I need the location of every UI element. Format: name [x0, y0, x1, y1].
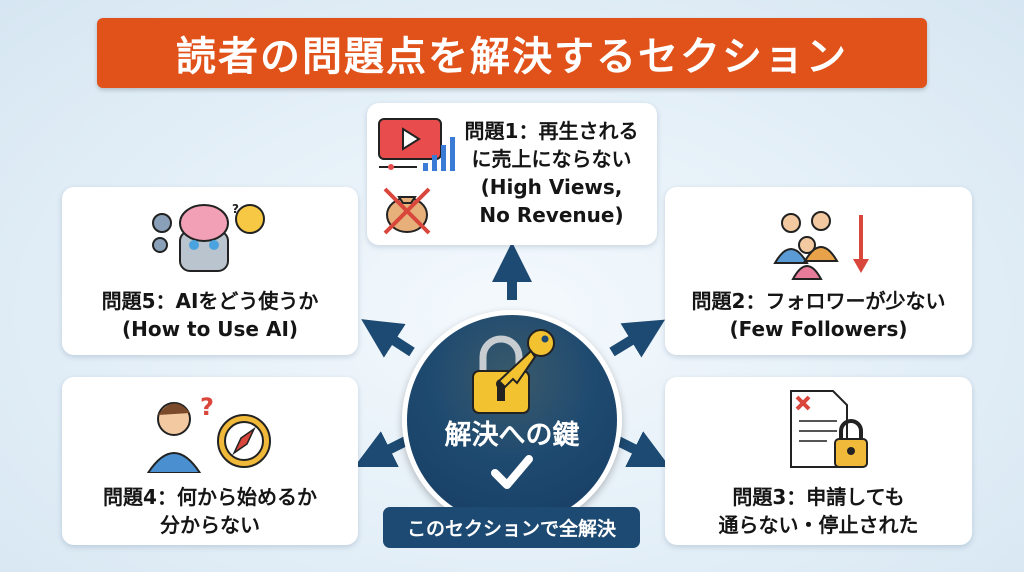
problem-4-title-2: 分からない: [160, 513, 260, 537]
ai-robot-brain-icon: ?: [152, 202, 265, 272]
problem-2-en: (Few Followers): [729, 317, 908, 341]
problem-5-title: 問題5：AIをどう使うか: [101, 289, 319, 313]
solution-key-circle: 解決への鍵: [402, 310, 622, 530]
svg-text:?: ?: [232, 202, 239, 216]
problem-3-title: 問題3：申請しても: [732, 485, 905, 509]
problem-3-title-2: 通らない・停止された: [718, 513, 919, 537]
problem-5-en: (How to Use AI): [121, 317, 299, 341]
arrow-downright: [613, 431, 670, 467]
problem-1-en-2: No Revenue): [479, 203, 624, 227]
checkmark-icon: [491, 455, 533, 489]
problem-2-title: 問題2：フォロワーが少ない: [691, 289, 946, 313]
problem-4-title: 問題4：何から始めるか: [103, 485, 317, 509]
problem-card-4: ? 問題4：何から始めるか 分からない: [62, 377, 358, 545]
solution-badge: このセクションで全解決: [383, 507, 640, 548]
problem-card-5: ? 問題5：AIをどう使うか (How to Use AI): [62, 187, 358, 355]
problem-1-title: 問題1：再生される: [464, 119, 639, 143]
problem-1-en: (High Views,: [480, 175, 623, 199]
video-revenue-icon: [378, 118, 455, 235]
problem-1-title-2: に売上にならない: [471, 147, 632, 171]
confused-person-compass-icon: ?: [146, 393, 271, 473]
lock-and-key-icon: [472, 329, 555, 414]
problem-card-3: 問題3：申請しても 通らない・停止された: [665, 377, 972, 545]
arrow-upright: [609, 319, 666, 358]
title-banner: 読者の問題点を解決するセクション: [97, 18, 927, 88]
problem-card-2: 問題2：フォロワーが少ない (Few Followers): [665, 187, 972, 355]
center-title: 解決への鍵: [444, 420, 580, 451]
svg-text:?: ?: [200, 393, 214, 421]
rejected-document-lock-icon: [790, 390, 868, 468]
followers-decrease-icon: [773, 211, 869, 280]
arrow-upleft: [361, 319, 415, 358]
problem-card-1: 問題1：再生される に売上にならない (High Views, No Reven…: [367, 103, 657, 245]
arrow-downleft: [354, 431, 411, 467]
